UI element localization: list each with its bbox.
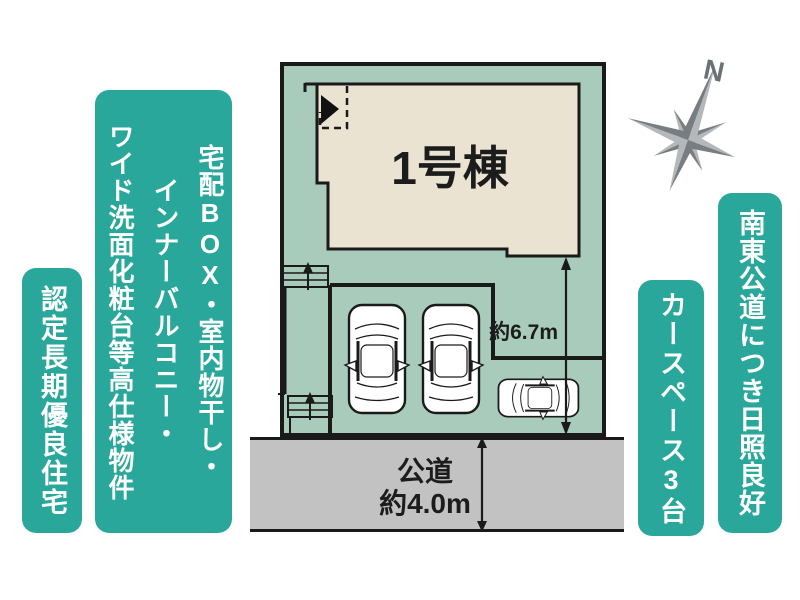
road-width-label: 約4.0m — [379, 487, 471, 519]
porch-outline — [318, 86, 349, 130]
dimension-depth-label: 約6.7m — [489, 320, 558, 344]
banner-certified: 認定長期優良住宅 — [22, 268, 82, 533]
car-icon — [417, 303, 485, 415]
banner-sunlight: 南東公道につき日照良好 — [718, 193, 782, 533]
banner-sunlight-text: 南東公道につき日照良好 — [735, 209, 765, 517]
banner-carspace: カースペース3台 — [638, 280, 704, 536]
banner-features-text-box: BOX — [195, 197, 225, 291]
road-area — [250, 437, 624, 532]
banner-carspace-text-2: 台 — [656, 496, 686, 526]
approach-path — [278, 285, 332, 436]
banner-features: 宅配BOX・室内物干し・ インナーバルコニー・ ワイド洗面化粧台等高仕様物件 — [95, 90, 232, 533]
dimension-depth: 約6.7m — [489, 257, 571, 435]
dimension-road: 公道 約4.0m — [379, 437, 487, 532]
entrance-triangle-icon — [321, 95, 339, 124]
banner-carspace-text-1: カースペース — [656, 290, 686, 465]
building-1-footprint — [303, 82, 581, 258]
stairs-lower — [287, 392, 333, 420]
road-name-label: 公道 — [397, 455, 453, 487]
compass-n-label: N — [701, 53, 727, 88]
banner-certified-text: 認定長期優良住宅 — [37, 284, 67, 517]
car-icon — [343, 303, 411, 415]
stairs-upper — [282, 262, 329, 290]
banner-carspace-count: 3 — [656, 464, 686, 497]
compass-rose-icon: N — [627, 53, 735, 191]
banner-features-text-4: ワイド洗面化粧台等高仕様物件 — [105, 122, 135, 501]
banner-features-text-2: ・室内物干し・ — [195, 290, 225, 480]
banner-features-text-1: 宅配 — [195, 143, 225, 198]
building-label: 1号棟 — [391, 142, 510, 194]
parking-boundary — [330, 283, 606, 360]
banner-features-text-3: インナーバルコニー・ — [150, 176, 180, 447]
